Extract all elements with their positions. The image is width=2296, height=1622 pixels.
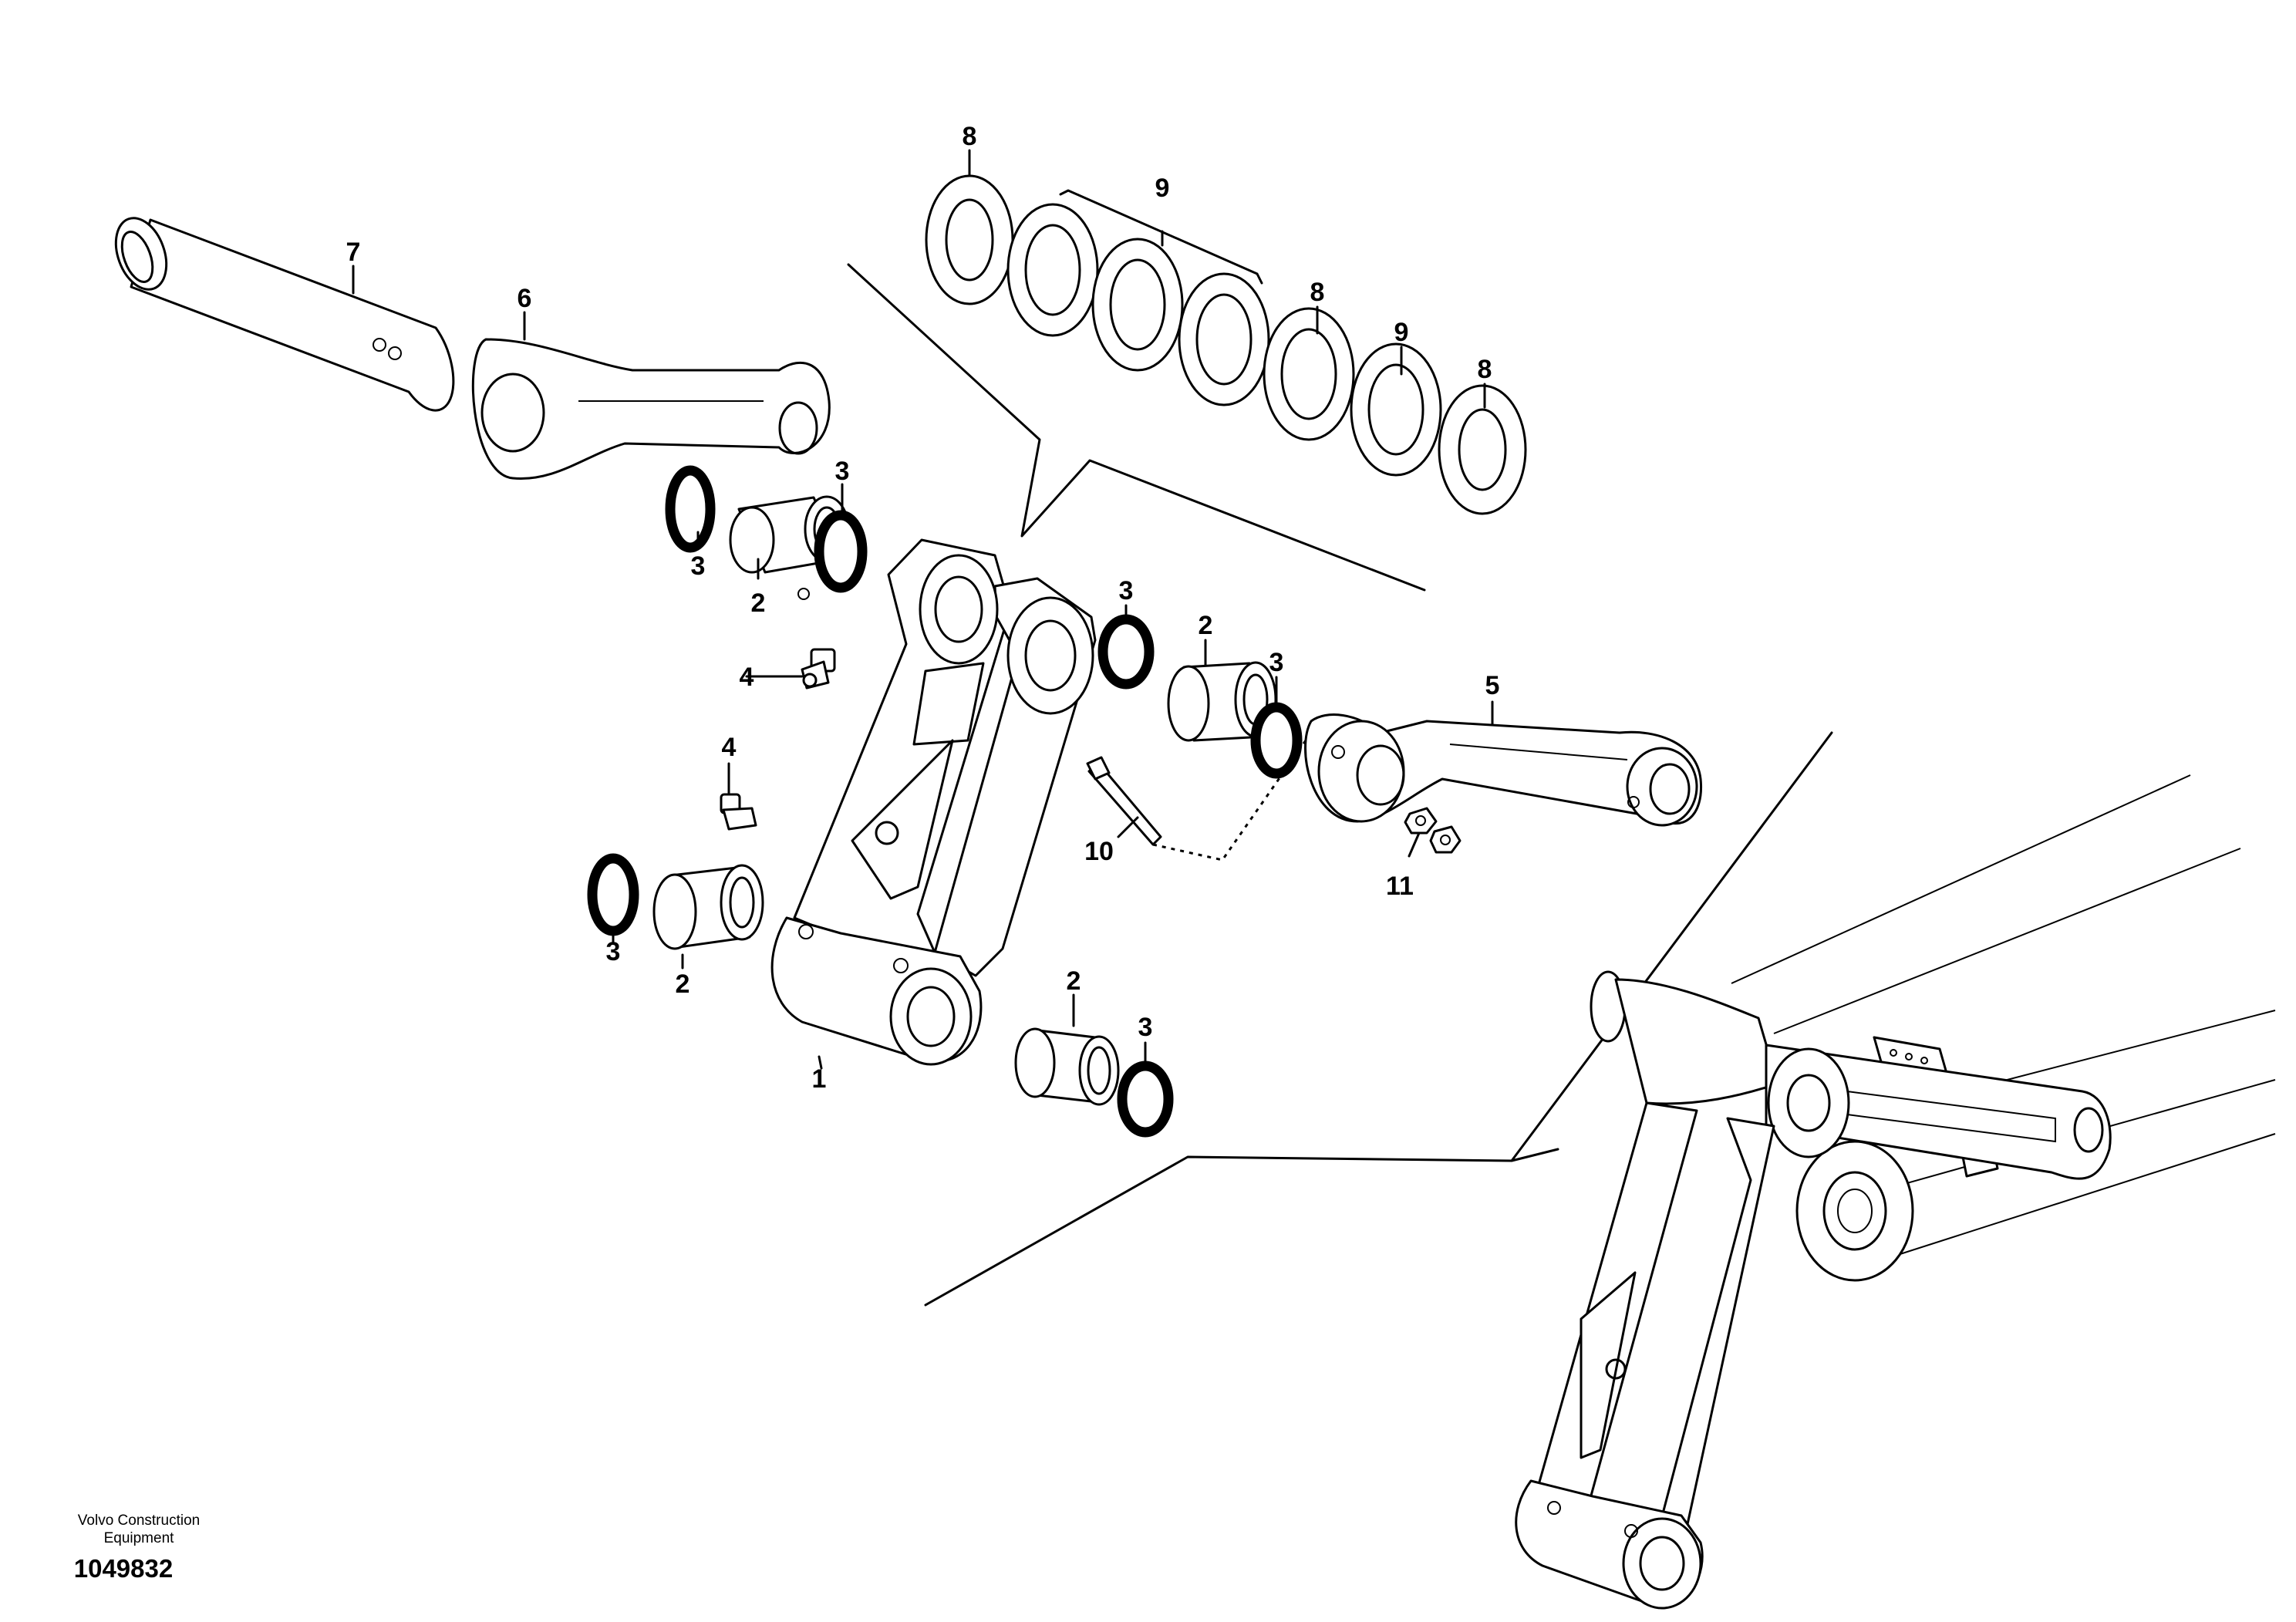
washer-9-2 [1091,238,1184,372]
bushing-2-c [652,864,764,950]
nut-11-b [1429,825,1462,854]
label-8-b: 8 [1310,278,1325,307]
label-8-a: 8 [963,122,977,151]
label-9-b: 9 [1394,318,1409,347]
seal-3-f [1117,1061,1174,1138]
grease-nipple-4-a [801,648,836,690]
bolt-10 [1086,756,1162,846]
label-2-b: 2 [1199,611,1213,640]
washer-8-top [925,174,1014,305]
label-11: 11 [1386,872,1414,901]
grease-nipple-4-b [720,793,757,831]
washer-8-mid [1263,307,1355,441]
seal-3-a [665,465,716,553]
seal-3-e [587,853,639,936]
label-9-a: 9 [1155,174,1170,203]
seal-3-b [814,510,868,593]
label-2-a: 2 [751,588,766,618]
washer-9-3 [1178,272,1270,406]
label-3-c: 3 [1119,576,1134,605]
label-6: 6 [518,284,532,313]
label-2-c: 2 [676,969,690,999]
label-10: 10 [1084,837,1114,866]
label-4-b: 4 [722,733,737,762]
label-3-b: 3 [835,457,850,486]
link-1 [770,538,1097,1066]
nut-11-a [1404,807,1438,835]
washer-8-end [1438,384,1527,515]
label-7: 7 [346,238,361,267]
bushing-2-d [1014,1027,1120,1106]
label-8-c: 8 [1478,355,1492,384]
company-name: Volvo Construction Equipment [31,1512,247,1547]
label-1: 1 [812,1064,827,1094]
label-3-e: 3 [606,937,621,966]
washer-group [847,174,1527,592]
pin-7 [114,217,455,412]
washer-9-4 [1350,342,1442,477]
link-5 [1304,713,1703,827]
company-name-line2: Equipment [103,1530,174,1546]
leader-lines [352,149,1494,1070]
item-labels: 1 2 2 2 2 3 3 3 3 3 3 4 4 5 6 7 8 8 8 9 … [346,122,1500,1094]
washer-9-1 [1006,203,1099,337]
bolt-assembly-dashed-line [1152,740,1307,862]
label-3-d: 3 [1269,648,1284,677]
label-5: 5 [1485,671,1500,700]
seal-3-d [1250,702,1303,779]
link-6 [471,338,831,480]
company-name-line1: Volvo Construction [77,1512,201,1529]
label-3-f: 3 [1138,1013,1153,1042]
seal-3-c [1097,614,1155,690]
drawing-number: 1049832 [73,1554,174,1583]
label-3-a: 3 [691,551,706,581]
label-4-a: 4 [740,663,754,692]
label-2-d: 2 [1067,966,1081,996]
assembled-detail-view [924,731,2276,1610]
